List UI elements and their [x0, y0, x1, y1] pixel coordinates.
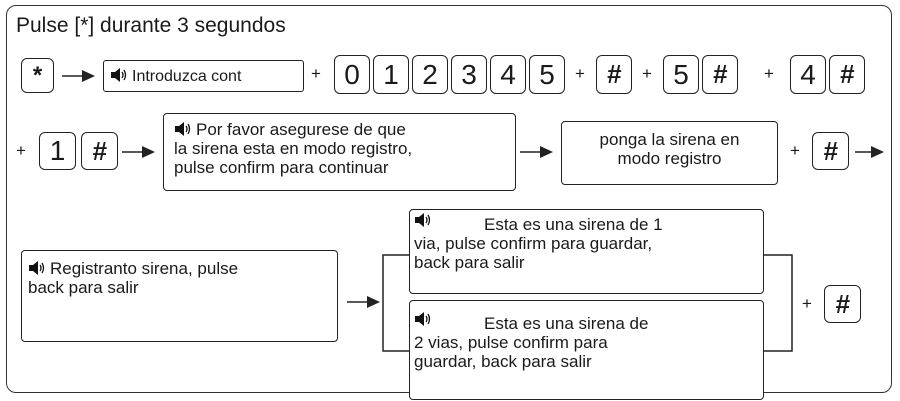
screen-set-register-mode: ponga la sirena en modo registro	[561, 121, 778, 185]
key-hash: #	[824, 285, 861, 323]
arrow-right-icon	[62, 70, 95, 82]
screen-registering: Registranto sirena, pulse back para sali…	[21, 250, 338, 342]
key-hash: #	[596, 55, 632, 94]
screen-two-way-siren: Esta es una sirena de 2 vias, pulse conf…	[409, 300, 764, 400]
key-1: 1	[373, 55, 409, 94]
key-4: 4	[490, 55, 526, 94]
plus-sign: +	[642, 64, 652, 83]
key-hash: #	[829, 55, 865, 94]
speaker-icon	[415, 213, 431, 227]
key-hash: #	[81, 132, 118, 170]
key-4: 4	[790, 55, 826, 94]
speaker-icon	[415, 312, 431, 326]
key-1: 1	[39, 132, 76, 170]
key-hash: #	[702, 55, 738, 94]
speaker-icon	[175, 122, 191, 136]
key-2: 2	[412, 55, 448, 94]
plus-sign: +	[575, 64, 585, 83]
key-hash: #	[812, 132, 849, 170]
screen-confirm-mode: Por favor asegurese de que la sirena est…	[163, 113, 516, 191]
plus-sign: +	[802, 294, 812, 313]
plus-sign: +	[16, 141, 26, 160]
screen-one-way-siren: Esta es una sirena de 1 via, pulse confi…	[409, 209, 764, 294]
arrow-right-icon	[122, 146, 155, 158]
instruction-title: Pulse [*] durante 3 segundos	[16, 14, 286, 37]
arrow-right-icon	[855, 146, 884, 158]
plus-sign: +	[764, 64, 774, 83]
key-0: 0	[334, 55, 370, 94]
arrow-right-icon	[520, 146, 553, 158]
plus-sign: +	[790, 141, 800, 160]
plus-sign: +	[311, 64, 321, 83]
key-star: *	[21, 58, 54, 93]
speaker-icon	[111, 68, 127, 82]
speaker-icon	[29, 261, 45, 275]
key-3: 3	[451, 55, 487, 94]
screen-enter-password: Introduzca cont	[103, 60, 304, 92]
key-5: 5	[663, 55, 699, 94]
key-5: 5	[529, 55, 565, 94]
arrow-right-icon	[347, 296, 380, 308]
